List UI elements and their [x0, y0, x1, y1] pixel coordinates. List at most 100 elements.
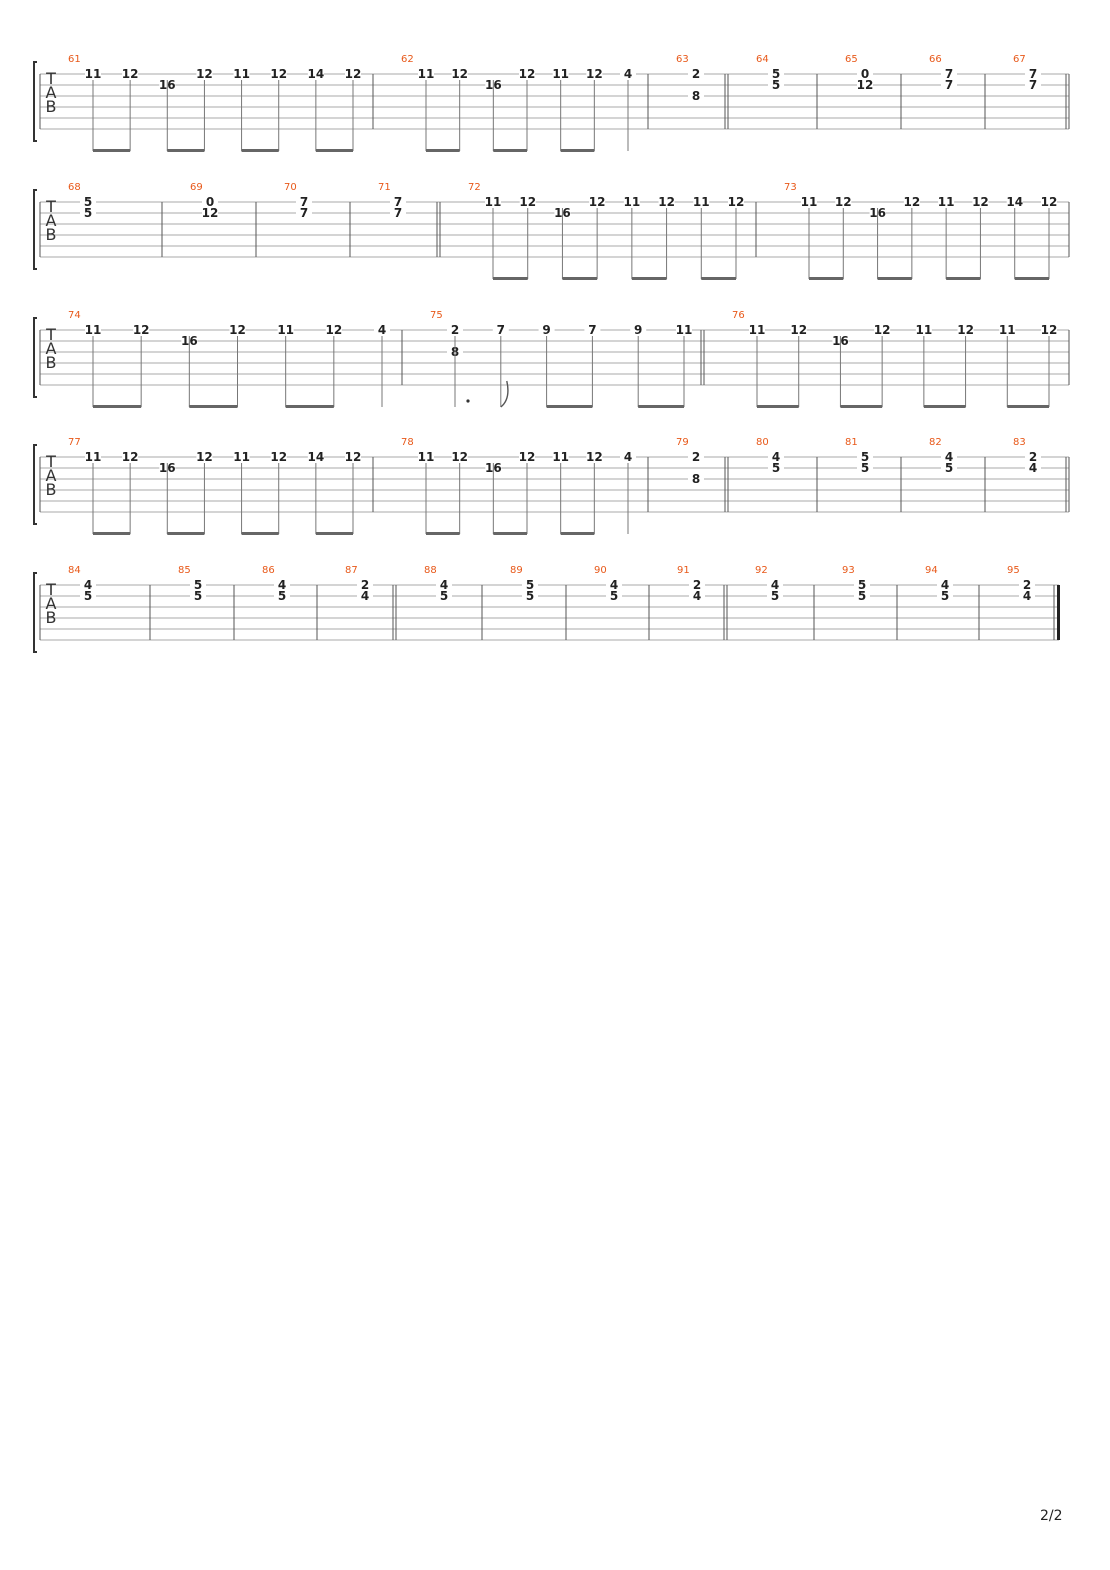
fret-number: 5: [941, 589, 949, 603]
note-background: [623, 196, 640, 208]
measure-number: 61: [68, 54, 81, 65]
fret-number: 7: [394, 195, 402, 209]
tab-clef-letter: B: [46, 480, 57, 499]
fret-number: 5: [526, 589, 534, 603]
fret-number: 11: [676, 323, 693, 337]
note-background: [80, 207, 96, 219]
fret-number: 12: [790, 323, 807, 337]
fret-number: 2: [693, 578, 701, 592]
note-background: [202, 196, 218, 208]
fret-number: 12: [519, 450, 536, 464]
fret-number: 11: [277, 323, 294, 337]
note-background: [688, 451, 704, 463]
tab-clef-letter: B: [46, 225, 57, 244]
measure-number: 86: [262, 565, 275, 576]
note-background: [1041, 324, 1057, 336]
note-background: [1025, 68, 1041, 80]
tab-clef-letter: T: [45, 452, 56, 471]
fret-number: 11: [85, 450, 102, 464]
fret-number: 11: [938, 195, 955, 209]
fret-number: 2: [451, 323, 459, 337]
fret-number: 9: [634, 323, 642, 337]
note-beam: [562, 277, 598, 280]
measure-number: 68: [68, 182, 81, 193]
note-background: [768, 451, 784, 463]
fret-number: 2: [1029, 450, 1037, 464]
note-background: [133, 324, 150, 336]
note-beam: [1014, 277, 1049, 280]
note-beam: [631, 277, 667, 280]
fret-number: 4: [610, 578, 618, 592]
fret-number: 11: [85, 323, 102, 337]
note-background: [492, 324, 509, 336]
fret-number: 12: [229, 323, 246, 337]
note-background: [658, 196, 675, 208]
fret-number: 11: [85, 67, 102, 81]
fret-number: 11: [233, 450, 250, 464]
fret-number: 12: [122, 67, 139, 81]
note-background: [688, 473, 704, 485]
note-beam: [93, 532, 131, 535]
note-background: [1025, 451, 1041, 463]
note-background: [1041, 196, 1057, 208]
note-background: [418, 68, 434, 80]
tab-clef-letter: B: [46, 97, 57, 116]
note-background: [277, 324, 294, 336]
measure-number: 78: [401, 437, 414, 448]
note-background: [620, 451, 636, 463]
note-background: [941, 451, 957, 463]
note-background: [390, 196, 406, 208]
note-background: [519, 196, 536, 208]
note-beam: [546, 405, 593, 408]
note-background: [519, 68, 535, 80]
note-background: [941, 79, 957, 91]
note-background: [903, 196, 920, 208]
note-background: [688, 68, 704, 80]
note-background: [270, 68, 287, 80]
fret-number: 11: [916, 323, 933, 337]
fret-number: 7: [1029, 67, 1037, 81]
fret-number: 5: [278, 589, 286, 603]
fret-number: 5: [772, 461, 780, 475]
fret-number: 12: [957, 323, 974, 337]
system-bracket: [33, 317, 37, 398]
measure-number: 63: [676, 54, 689, 65]
fret-number: 12: [270, 450, 287, 464]
note-beam: [946, 277, 981, 280]
note-beam: [315, 532, 353, 535]
fret-number: 5: [945, 461, 953, 475]
note-background: [1019, 590, 1035, 602]
note-background: [857, 451, 873, 463]
fret-number: 4: [1023, 589, 1031, 603]
fret-number: 4: [440, 578, 448, 592]
fret-number: 12: [658, 195, 675, 209]
note-background: [801, 196, 817, 208]
fret-number: 7: [588, 323, 596, 337]
note-background: [357, 590, 373, 602]
note-background: [296, 196, 312, 208]
fret-number: 12: [345, 450, 362, 464]
tab-clef-letter: A: [46, 339, 57, 358]
note-background: [357, 579, 373, 591]
fret-number: 7: [497, 323, 505, 337]
note-background: [937, 579, 953, 591]
note-beam: [560, 149, 595, 152]
note-background: [606, 590, 622, 602]
note-background: [767, 590, 783, 602]
fret-number: 12: [270, 67, 287, 81]
note-background: [85, 324, 101, 336]
